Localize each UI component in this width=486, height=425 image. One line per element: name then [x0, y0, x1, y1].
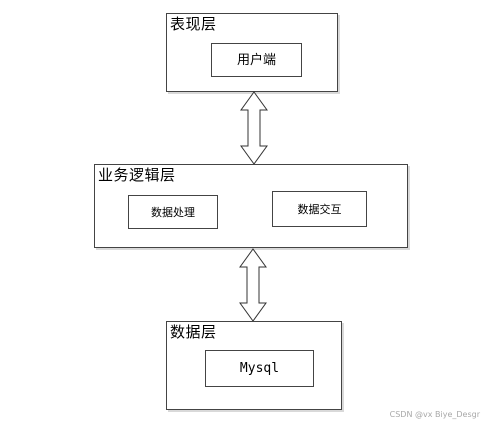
- bidirectional-arrow-icon: [239, 248, 267, 322]
- data-processing-box: 数据处理: [128, 195, 218, 229]
- data-layer-title: 数据层: [170, 323, 217, 341]
- bidirectional-arrow-icon: [240, 91, 268, 165]
- data-interaction-box-label: 数据交互: [297, 202, 342, 216]
- data-processing-box-label: 数据处理: [151, 205, 195, 219]
- business-logic-layer: 业务逻辑层 数据处理 数据交互: [94, 164, 408, 248]
- data-layer: 数据层 Mysql: [166, 321, 342, 410]
- presentation-layer-title: 表现层: [170, 15, 217, 33]
- business-logic-layer-title: 业务逻辑层: [98, 166, 176, 184]
- data-interaction-box: 数据交互: [272, 191, 367, 227]
- client-box: 用户端: [211, 43, 302, 77]
- mysql-box-label: Mysql: [239, 361, 280, 376]
- presentation-layer: 表现层 用户端: [166, 13, 338, 92]
- mysql-box: Mysql: [205, 350, 314, 387]
- client-box-label: 用户端: [236, 52, 276, 68]
- watermark: CSDN @vx Biye_Desgr: [389, 410, 480, 419]
